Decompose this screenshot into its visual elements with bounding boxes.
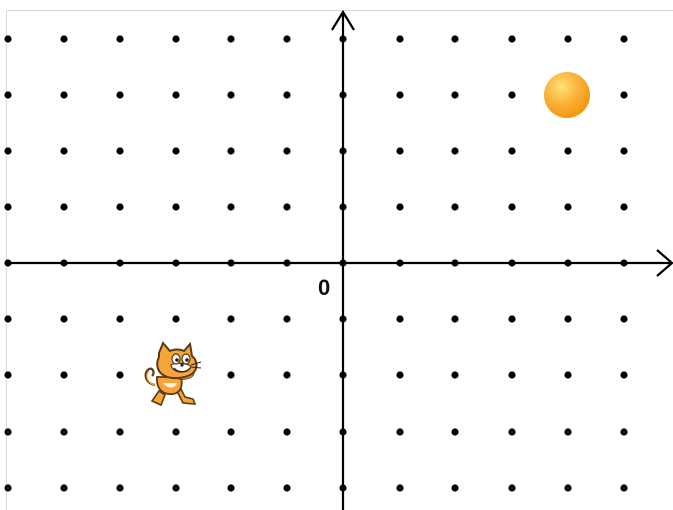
grid-dot — [508, 91, 515, 98]
grid-dot — [508, 484, 515, 491]
grid-dot — [396, 428, 403, 435]
grid-dot — [620, 484, 627, 491]
grid-dot — [396, 315, 403, 322]
grid-dot — [508, 315, 515, 322]
grid-dot — [60, 91, 67, 98]
grid-dot — [451, 147, 458, 154]
grid-dot — [451, 203, 458, 210]
grid-dot — [396, 484, 403, 491]
grid-dot — [283, 484, 290, 491]
grid-dot — [396, 91, 403, 98]
grid-dot — [116, 484, 123, 491]
grid-dot — [4, 484, 11, 491]
grid-dot — [564, 35, 571, 42]
grid-dot — [564, 428, 571, 435]
grid-dot — [564, 484, 571, 491]
grid-dot — [508, 371, 515, 378]
grid-dot — [451, 428, 458, 435]
grid-dot — [620, 147, 627, 154]
grid-dot — [451, 35, 458, 42]
grid-dot — [451, 484, 458, 491]
grid-dot — [60, 484, 67, 491]
grid-dot — [564, 315, 571, 322]
grid-dot — [172, 147, 179, 154]
grid-dot — [4, 371, 11, 378]
grid-dot — [116, 428, 123, 435]
grid-dot — [227, 91, 234, 98]
grid-dot — [116, 35, 123, 42]
origin-label: 0 — [318, 275, 330, 300]
grid-dot — [451, 315, 458, 322]
grid-dot — [116, 315, 123, 322]
grid-dot — [4, 428, 11, 435]
grid-dot — [172, 91, 179, 98]
grid-dot — [60, 203, 67, 210]
grid-dot — [4, 203, 11, 210]
grid-dot — [396, 371, 403, 378]
grid-dot — [116, 203, 123, 210]
cat-sprite[interactable] — [146, 343, 201, 405]
grid-dot — [172, 428, 179, 435]
grid-dot — [451, 371, 458, 378]
grid-dot — [227, 371, 234, 378]
grid-dot — [172, 35, 179, 42]
grid-dot — [227, 147, 234, 154]
grid-dot — [227, 484, 234, 491]
x-axis — [6, 250, 672, 276]
grid-dot — [60, 315, 67, 322]
grid-dot — [564, 371, 571, 378]
grid-dot — [227, 315, 234, 322]
grid-dot — [620, 371, 627, 378]
grid-dot — [4, 315, 11, 322]
grid-dot — [60, 35, 67, 42]
grid-dot — [283, 203, 290, 210]
scratch-cat-icon[interactable] — [146, 343, 201, 405]
grid-dot — [227, 203, 234, 210]
grid-dot — [620, 91, 627, 98]
grid-dot — [396, 203, 403, 210]
grid-dot — [172, 315, 179, 322]
grid-dot — [60, 428, 67, 435]
grid-dot — [620, 203, 627, 210]
ball-sprite[interactable] — [544, 72, 590, 118]
grid-dot — [283, 428, 290, 435]
grid-dot — [283, 147, 290, 154]
grid-dot — [620, 315, 627, 322]
grid-dot — [172, 484, 179, 491]
grid-dot — [227, 428, 234, 435]
grid-dot — [227, 35, 234, 42]
y-axis — [332, 12, 354, 510]
grid-dot — [60, 147, 67, 154]
grid-dot — [172, 203, 179, 210]
grid-dot — [564, 203, 571, 210]
grid-dot — [620, 428, 627, 435]
grid-dot — [508, 35, 515, 42]
grid-dot — [508, 147, 515, 154]
grid-dot — [283, 371, 290, 378]
grid-dot — [283, 35, 290, 42]
grid-dot — [4, 147, 11, 154]
orange-ball-icon[interactable] — [544, 72, 590, 118]
grid-dot — [620, 35, 627, 42]
grid-dot — [508, 203, 515, 210]
grid-dot — [283, 91, 290, 98]
grid-dot — [4, 91, 11, 98]
grid-dot — [4, 35, 11, 42]
grid-dot — [396, 35, 403, 42]
grid-dot — [451, 91, 458, 98]
grid-dot — [508, 428, 515, 435]
grid-dot — [396, 147, 403, 154]
grid-dot — [283, 315, 290, 322]
grid-dot — [60, 371, 67, 378]
grid-dot — [116, 91, 123, 98]
grid-dot — [116, 147, 123, 154]
grid-dot — [116, 371, 123, 378]
grid-dot — [564, 147, 571, 154]
